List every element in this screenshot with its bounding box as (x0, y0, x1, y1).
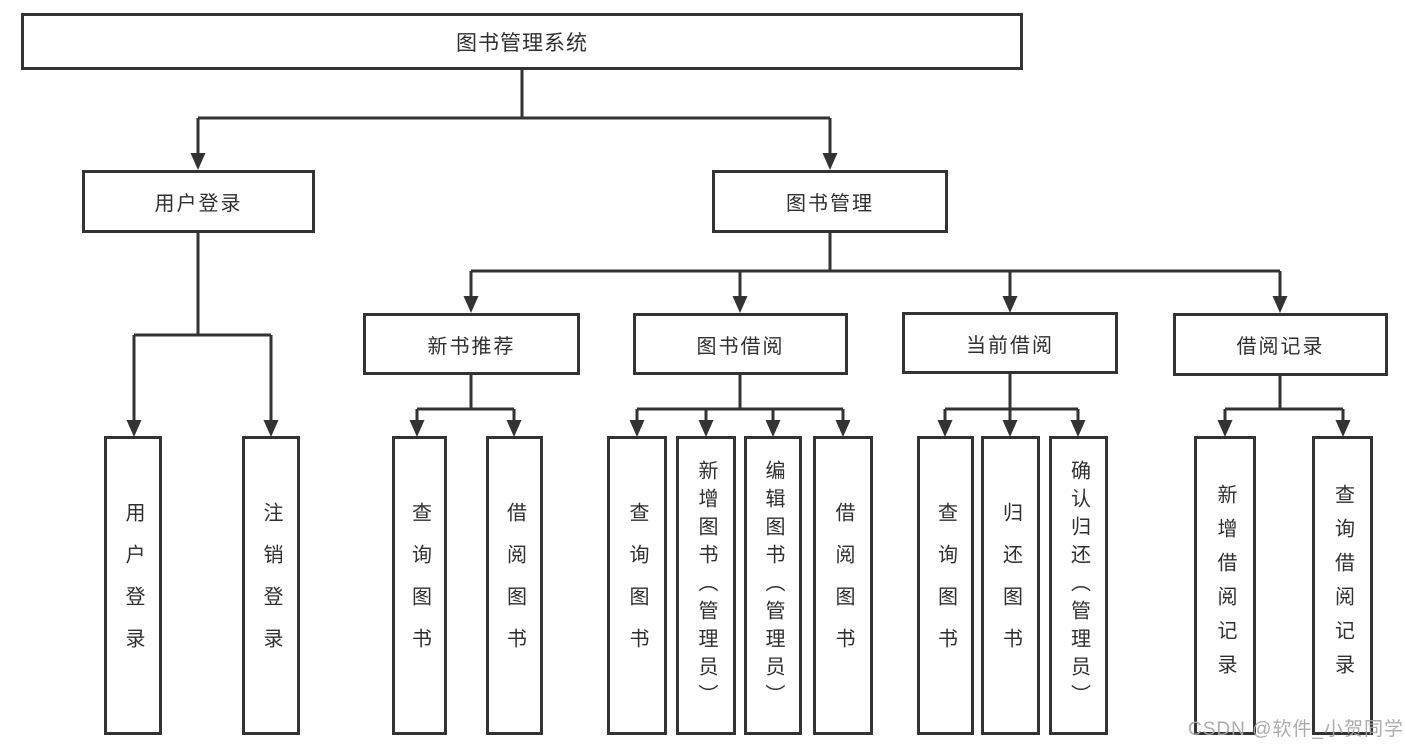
connector-book-mgmt-children (463, 232, 1288, 313)
node-borrow-record-label: 借阅记录 (1236, 336, 1325, 358)
connector-root-to-level2 (190, 68, 838, 170)
node-logout-label: 注销登录 (260, 501, 282, 670)
node-rec-query-book: 查询图书 (392, 436, 447, 735)
arrowhead (1070, 420, 1086, 437)
arrowhead (937, 420, 953, 437)
node-rec-query-record: 查询借阅记录 (1312, 436, 1373, 735)
node-book-borrow-label: 图书借阅 (696, 335, 785, 358)
node-cur-return-book: 归还图书 (981, 436, 1040, 735)
node-bor-add-book-label: 新增图书（管理员） (695, 459, 717, 712)
arrowhead (126, 420, 142, 437)
arrowhead (629, 420, 645, 437)
node-cur-query-book-label: 查询图书 (934, 501, 957, 670)
node-bor-edit-book-label: 编辑图书（管理员） (762, 459, 784, 712)
node-root: 图书管理系统 (21, 13, 1023, 70)
connector-new-book-rec-children (409, 374, 522, 437)
node-bor-query-book-label: 查询图书 (626, 501, 648, 670)
node-root-label: 图书管理系统 (456, 31, 588, 55)
node-cur-confirm-return-label: 确认归还（管理员） (1067, 459, 1090, 712)
arrowhead (409, 420, 425, 437)
arrowhead (765, 420, 781, 437)
node-book-mgmt-label: 图书管理 (786, 193, 874, 215)
node-cur-return-book-label: 归还图书 (999, 501, 1022, 670)
connector-book-borrow-children (629, 374, 851, 437)
node-rec-query-book-label: 查询图书 (408, 501, 431, 670)
arrowhead (835, 420, 851, 437)
node-rec-add-record: 新增借阅记录 (1194, 436, 1256, 735)
node-new-book-rec: 新书推荐 (363, 313, 580, 375)
arrowhead (463, 296, 479, 313)
node-cur-query-book: 查询图书 (917, 436, 974, 735)
node-bor-edit-book: 编辑图书（管理员） (744, 436, 802, 735)
arrowhead (506, 420, 522, 437)
node-rec-query-record-label: 查询借阅记录 (1331, 483, 1354, 688)
node-book-borrow: 图书借阅 (633, 313, 848, 375)
node-current-borrow-label: 当前借阅 (966, 334, 1054, 357)
watermark: CSDN @软件_小贺同学 (1188, 719, 1404, 740)
node-rec-add-record-label: 新增借阅记录 (1214, 483, 1236, 688)
node-rec-borrow-book: 借阅图书 (486, 436, 543, 735)
arrowhead (1217, 420, 1233, 437)
node-bor-borrow-book-label: 借阅图书 (832, 501, 854, 670)
arrowhead (1002, 296, 1018, 313)
arrowhead (1002, 420, 1018, 437)
node-cur-confirm-return: 确认归还（管理员） (1049, 436, 1108, 735)
node-current-borrow: 当前借阅 (902, 312, 1118, 374)
arrowhead (732, 296, 748, 313)
arrowhead (1335, 420, 1351, 437)
node-borrow-record: 借阅记录 (1173, 313, 1388, 376)
node-login-label: 用户登录 (122, 501, 144, 670)
node-user-login-label: 用户登录 (154, 193, 243, 215)
connector-borrow-record-children (1217, 374, 1351, 437)
arrowhead (263, 420, 279, 437)
node-bor-borrow-book: 借阅图书 (813, 436, 873, 735)
node-logout: 注销登录 (242, 436, 300, 735)
node-bor-add-book: 新增图书（管理员） (676, 436, 736, 735)
arrowhead (1272, 296, 1288, 313)
node-user-login: 用户登录 (82, 170, 315, 233)
arrowhead (698, 420, 714, 437)
arrowhead (190, 153, 206, 170)
connector-user-login-children (126, 232, 279, 437)
node-bor-query-book: 查询图书 (607, 436, 667, 735)
node-rec-borrow-book-label: 借阅图书 (503, 501, 526, 670)
arrowhead (822, 153, 838, 170)
node-login: 用户登录 (104, 436, 162, 735)
connector-current-borrow-children (937, 374, 1086, 437)
node-new-book-rec-label: 新书推荐 (427, 335, 516, 358)
node-book-mgmt: 图书管理 (712, 170, 948, 233)
